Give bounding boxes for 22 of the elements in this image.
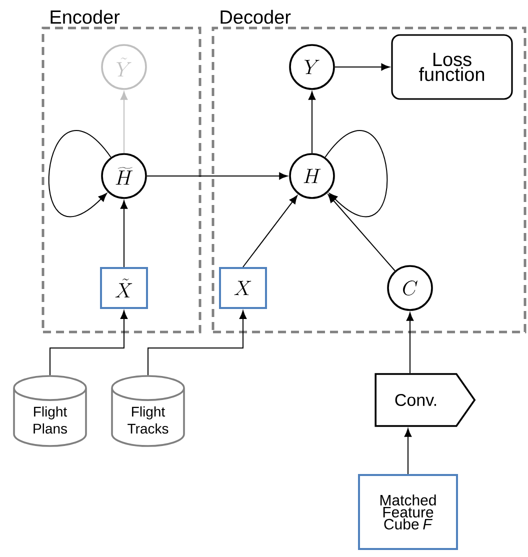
arrow xyxy=(148,310,247,376)
database-cylinder: Flight Plans xyxy=(13,375,87,447)
panel-heading: Decoder xyxy=(220,10,291,24)
arrow xyxy=(120,91,128,154)
arrow xyxy=(50,310,128,376)
arrow xyxy=(334,63,390,71)
arrow xyxy=(120,200,128,268)
arrow xyxy=(146,172,288,180)
conv-block: Conv. xyxy=(374,373,476,427)
panel-heading: Encoder xyxy=(50,10,120,24)
database-cylinder: Flight Tracks xyxy=(111,375,185,447)
feature-cube-box: Matched Feature Cube F xyxy=(358,474,458,550)
arrow xyxy=(308,91,316,154)
arrow xyxy=(242,195,298,268)
input-box: $X$ xyxy=(219,267,267,309)
arrow xyxy=(404,428,412,474)
loss-box: Loss function xyxy=(391,34,513,100)
arrow xyxy=(48,130,112,218)
arrow xyxy=(406,312,414,374)
input-box: $\tilde{X}$ xyxy=(100,267,148,309)
arrow xyxy=(324,130,388,218)
arrow xyxy=(328,194,396,272)
